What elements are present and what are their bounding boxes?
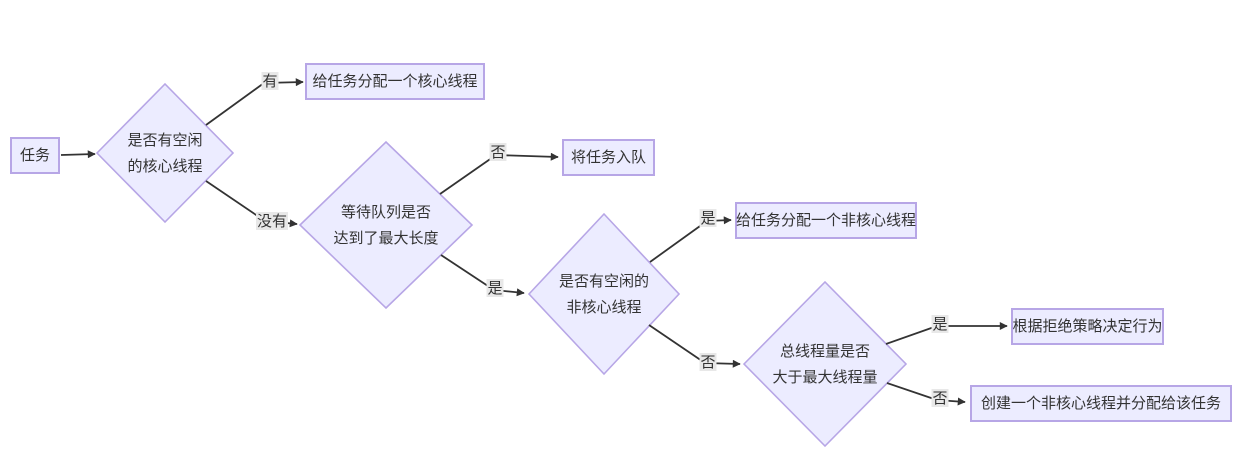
decision-queue-reached-max-line2: 达到了最大长度 [333, 229, 439, 247]
edge-over-max-no [886, 382, 966, 406]
decision-has-idle-core-line2: 的核心线程 [127, 157, 203, 175]
node-assign-noncore-thread-label: 给任务分配一个非核心线程 [736, 211, 917, 229]
node-enqueue-task: 将任务入队 [562, 139, 655, 176]
edge-label-yes-3: 是 [931, 315, 949, 333]
node-task: 任务 [10, 137, 60, 174]
decision-queue-reached-max-label: 等待队列是否 达到了最大长度 [333, 199, 438, 251]
edge-task-to-has-idle-core [60, 150, 96, 159]
decision-total-threads-over-max-shape [742, 280, 908, 448]
edge-label-has-not: 没有 [255, 212, 289, 230]
node-assign-noncore-thread: 给任务分配一个非核心线程 [735, 202, 917, 239]
edge-idle-noncore-yes [649, 216, 732, 263]
node-reject-policy-action: 根据拒绝策略决定行为 [1011, 308, 1164, 345]
decision-has-idle-noncore-thread-shape [527, 212, 681, 376]
decision-total-threads-over-max-line2: 大于最大线程量 [772, 368, 878, 386]
decision-has-idle-core-line1: 是否有空闲 [127, 131, 203, 149]
node-reject-policy-action-label: 根据拒绝策略决定行为 [1012, 317, 1163, 335]
node-task-label: 任务 [19, 146, 50, 164]
edge-label-no-1: 否 [489, 143, 507, 161]
edge-queue-max-yes [440, 254, 525, 297]
decision-has-idle-core-thread-shape [95, 82, 235, 224]
edge-has-idle-core-yes [205, 78, 304, 126]
edge-label-yes-2: 是 [699, 209, 717, 227]
node-assign-core-thread-label: 给任务分配一个核心线程 [312, 72, 478, 90]
decision-has-idle-noncore-thread-label: 是否有空闲的 非核心线程 [559, 268, 649, 320]
node-create-noncore-thread: 创建一个非核心线程并分配给该任务 [970, 385, 1232, 422]
decision-total-threads-over-max-label: 总线程量是否 大于最大线程量 [772, 338, 877, 390]
node-assign-core-thread: 给任务分配一个核心线程 [305, 63, 485, 100]
decision-queue-reached-max-line1: 等待队列是否 [340, 203, 432, 221]
node-create-noncore-thread-label: 创建一个非核心线程并分配给该任务 [980, 394, 1221, 412]
edge-label-no-2: 否 [699, 353, 717, 371]
edge-label-no-3: 否 [931, 389, 949, 407]
decision-has-idle-core-thread-label: 是否有空闲 的核心线程 [127, 127, 202, 179]
edge-label-yes-1: 是 [486, 279, 504, 297]
decision-has-idle-noncore-line2: 非核心线程 [566, 298, 642, 316]
decision-has-idle-noncore-line1: 是否有空闲的 [558, 272, 650, 290]
decision-queue-reached-max-shape [298, 140, 474, 310]
node-enqueue-task-label: 将任务入队 [570, 148, 646, 166]
edge-idle-noncore-no [648, 324, 741, 368]
decision-total-threads-over-max-line1: 总线程量是否 [779, 342, 871, 360]
edge-label-has: 有 [261, 72, 279, 90]
